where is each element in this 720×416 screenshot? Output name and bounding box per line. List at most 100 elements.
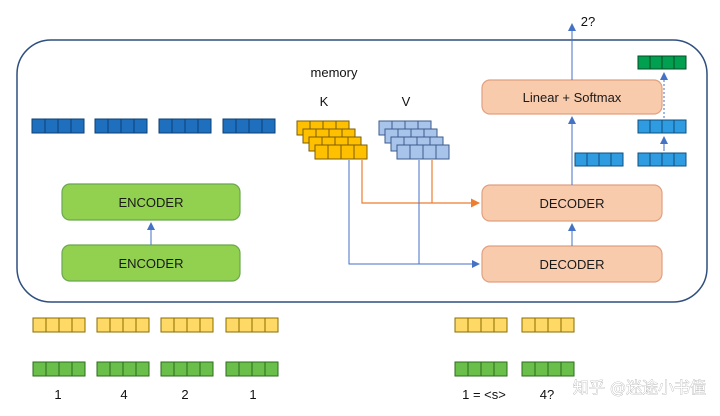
- encoder-bottom-label: ENCODER: [118, 256, 183, 271]
- vector-cell: [58, 361, 73, 377]
- vector-cell: [586, 152, 600, 167]
- input-green-vector: [225, 361, 279, 377]
- vector-cell: [396, 144, 411, 160]
- encoder-output-vector: [94, 118, 148, 134]
- vector-cell: [251, 361, 266, 377]
- vector-cell: [44, 118, 59, 134]
- vector-cell: [261, 118, 276, 134]
- vector-cell: [173, 317, 188, 333]
- vector-cell: [547, 361, 562, 377]
- vector-cell: [225, 361, 240, 377]
- encoder-output-vector: [31, 118, 85, 134]
- input-green-vector: [96, 361, 150, 377]
- vector-cell: [173, 361, 188, 377]
- watermark: 知乎 @迷途小书僮: [573, 378, 706, 397]
- decoder-token-label: 1 = <s>: [462, 387, 506, 402]
- decoder-input-green-vector: [521, 361, 575, 377]
- vector-cell: [71, 361, 86, 377]
- value-vector-stack: [378, 120, 450, 160]
- vector-cell: [598, 152, 612, 167]
- encoder-output-vectors: [31, 118, 276, 134]
- vector-cell: [467, 361, 482, 377]
- vector-cell: [649, 152, 663, 167]
- vector-cell: [661, 152, 675, 167]
- key-vector-stack: [296, 120, 368, 160]
- vector-cell: [135, 361, 150, 377]
- vector-cell: [160, 317, 175, 333]
- vector-cell: [186, 317, 201, 333]
- vector-cell: [637, 55, 651, 70]
- vector-cell: [521, 317, 536, 333]
- vector-cell: [480, 317, 495, 333]
- vector-cell: [70, 118, 85, 134]
- vector-cell: [199, 317, 214, 333]
- key-vector: [314, 144, 368, 160]
- vector-cell: [158, 118, 173, 134]
- memory-to-decoder-bottom-arrow: [348, 160, 480, 268]
- vector-cell: [122, 361, 137, 377]
- decoder-output-vector: [574, 152, 624, 167]
- input-yellow-vector: [96, 317, 150, 333]
- vector-cell: [661, 55, 675, 70]
- decoder-bottom-label: DECODER: [539, 257, 604, 272]
- decoder-input-yellow-vector: [521, 317, 575, 333]
- vector-cell: [96, 317, 111, 333]
- vector-cell: [45, 317, 60, 333]
- vector-cell: [222, 118, 237, 134]
- vector-cell: [353, 144, 368, 160]
- input-token-label: 1: [54, 387, 61, 402]
- vector-cell: [238, 361, 253, 377]
- vector-cell: [649, 55, 663, 70]
- decoder-hidden-vector: [637, 119, 687, 134]
- vector-cell: [184, 118, 199, 134]
- vector-cell: [409, 144, 424, 160]
- input-token-label: 2: [181, 387, 188, 402]
- vector-cell: [120, 118, 135, 134]
- value-vector: [396, 144, 450, 160]
- vector-cell: [199, 361, 214, 377]
- vector-cell: [534, 317, 549, 333]
- vector-cell: [435, 144, 450, 160]
- vector-cell: [107, 118, 122, 134]
- vector-cell: [225, 317, 240, 333]
- vector-cell: [327, 144, 342, 160]
- vector-cell: [109, 361, 124, 377]
- vector-cell: [32, 317, 47, 333]
- linear-softmax-label: Linear + Softmax: [523, 90, 622, 105]
- memory-to-decoder-top-arrow: [361, 160, 480, 208]
- input-green-vector: [32, 361, 86, 377]
- vector-cell: [422, 144, 437, 160]
- vector-cell: [264, 361, 279, 377]
- vector-cell: [45, 361, 60, 377]
- encoder-top-box: [61, 183, 241, 221]
- vector-cell: [71, 317, 86, 333]
- input-token-label: 1: [249, 387, 256, 402]
- vector-cell: [235, 118, 250, 134]
- decoder-side-vectors: [574, 55, 687, 167]
- input-embedding-vectors: [32, 317, 575, 377]
- vector-cell: [171, 118, 186, 134]
- vector-cell: [32, 361, 47, 377]
- vector-cell: [661, 119, 675, 134]
- vector-cell: [248, 118, 263, 134]
- vector-cell: [547, 317, 562, 333]
- model-frame: [16, 39, 708, 303]
- input-green-vector: [160, 361, 214, 377]
- vector-cell: [521, 361, 536, 377]
- encoder-output-vector: [158, 118, 212, 134]
- vector-cell: [251, 317, 266, 333]
- decoder-embedding-vector: [637, 152, 687, 167]
- vector-cell: [637, 119, 651, 134]
- decoder-token-label: 4?: [540, 387, 554, 402]
- vector-cell: [493, 317, 508, 333]
- vector-cell: [340, 144, 355, 160]
- predicted-output-vector: [637, 55, 687, 70]
- vector-cell: [135, 317, 150, 333]
- vector-cell: [560, 361, 575, 377]
- vector-cell: [480, 361, 495, 377]
- vector-cell: [560, 317, 575, 333]
- vector-cell: [264, 317, 279, 333]
- vector-cell: [574, 152, 588, 167]
- vector-cell: [534, 361, 549, 377]
